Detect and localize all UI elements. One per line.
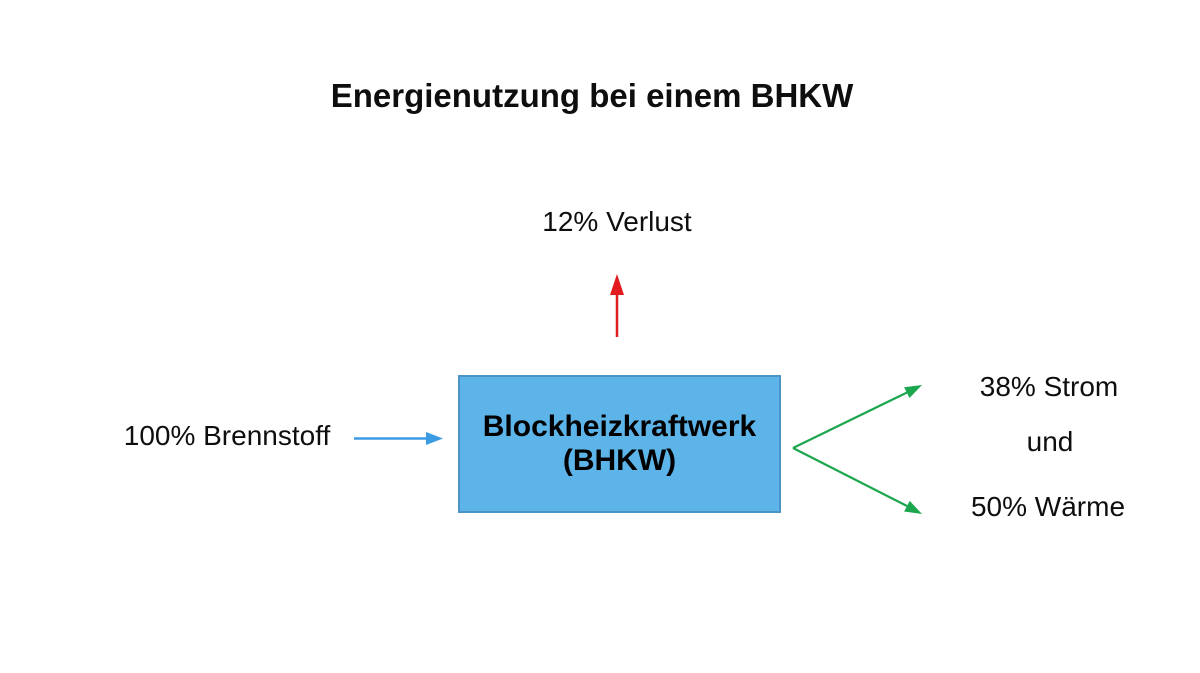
electricity-arrow: [792, 385, 922, 449]
bhkw-node-label-line1: Blockheizkraftwerk: [482, 409, 757, 443]
diagram-title: Energienutzung bei einem BHKW: [330, 77, 854, 114]
loss-label: 12% Verlust: [542, 206, 692, 237]
input-label: 100% Brennstoff: [123, 420, 331, 451]
loss-arrow: [610, 274, 624, 337]
heat-label: 50% Wärme: [970, 491, 1126, 522]
input-arrow: [354, 432, 443, 445]
bhkw-node: Blockheizkraftwerk (BHKW): [458, 375, 781, 513]
conjunction-label: und: [1026, 426, 1074, 457]
electricity-label: 38% Strom: [979, 371, 1119, 402]
heat-arrow: [792, 447, 922, 514]
bhkw-node-label-line2: (BHKW): [562, 444, 677, 477]
